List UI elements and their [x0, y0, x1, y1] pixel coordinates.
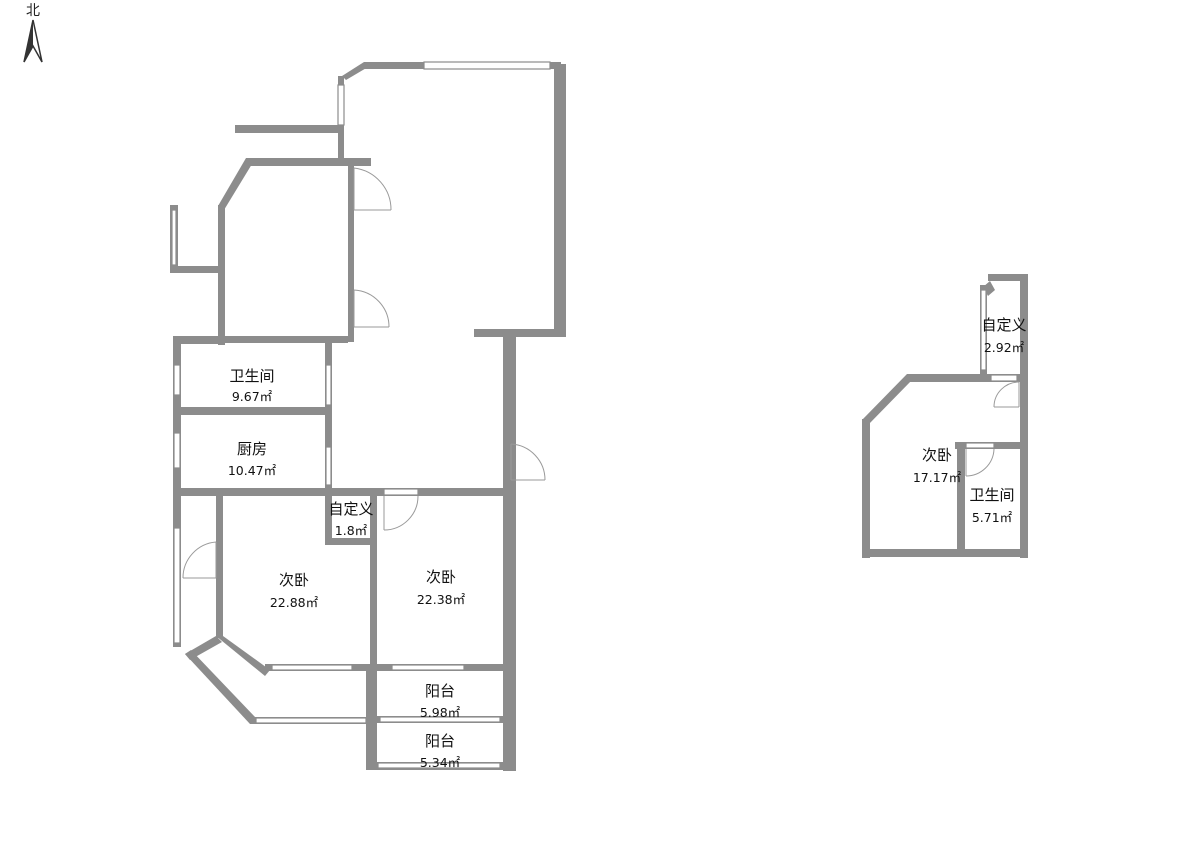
floor1-wall-windows — [173, 364, 332, 486]
room-name-bathroom-f2: 卫生间 — [969, 486, 1014, 504]
room-area-bathroom: 9.67㎡ — [232, 389, 273, 404]
room-name-balcony-b: 阳台 — [425, 732, 455, 750]
floor2-doors — [965, 381, 1020, 477]
door-icon — [965, 442, 995, 477]
window-entry — [337, 84, 345, 126]
room-name-custom: 自定义 — [328, 500, 373, 518]
room-name-custom-f2: 自定义 — [981, 316, 1026, 334]
window-left-upper — [171, 209, 177, 266]
room-name-balcony-a: 阳台 — [425, 682, 455, 700]
window-balcony-c — [377, 762, 501, 769]
north-label: 北 — [26, 3, 40, 19]
window-top — [423, 61, 551, 70]
window-left-lower — [173, 527, 181, 644]
door-icon — [182, 541, 217, 579]
north-compass-icon: 北 — [23, 3, 43, 63]
floor1-walls — [170, 61, 566, 771]
room-name-bedroom-a: 次卧 — [279, 571, 309, 589]
floor2-walls — [862, 274, 1028, 558]
door-icon — [510, 443, 546, 481]
room-name-bedroom-f2: 次卧 — [922, 446, 952, 464]
room-name-kitchen: 厨房 — [237, 440, 267, 458]
room-name-bedroom-b: 次卧 — [426, 568, 456, 586]
room-area-bathroom-f2: 5.71㎡ — [972, 510, 1013, 525]
room-area-bedroom-b: 22.38㎡ — [417, 592, 466, 607]
room-area-custom-f2: 2.92㎡ — [984, 340, 1025, 355]
window-balcony-b — [379, 716, 501, 723]
room-area-balcony-b: 5.34㎡ — [420, 755, 461, 770]
door-icon — [353, 167, 392, 211]
door-icon — [353, 289, 390, 328]
door-icon — [993, 381, 1020, 408]
room-name-bathroom: 卫生间 — [229, 367, 274, 385]
floor2-labels: 自定义 2.92㎡ 次卧 17.17㎡ 卫生间 5.71㎡ — [913, 316, 1027, 525]
room-area-bedroom-a: 22.88㎡ — [270, 595, 319, 610]
window-balcony-a — [255, 717, 367, 724]
room-area-custom: 1.8㎡ — [335, 523, 368, 538]
window-bed-b — [391, 664, 465, 671]
room-area-balcony-a: 5.98㎡ — [420, 705, 461, 720]
window-bed-a — [271, 664, 353, 671]
room-area-kitchen: 10.47㎡ — [228, 463, 277, 478]
door-icon — [383, 488, 419, 531]
room-area-bedroom-f2: 17.17㎡ — [913, 470, 962, 485]
floor1-labels: 卫生间 9.67㎡ 厨房 10.47㎡ 自定义 1.8㎡ 次卧 22.88㎡ 次… — [228, 367, 466, 770]
floor1-doors — [182, 167, 546, 579]
